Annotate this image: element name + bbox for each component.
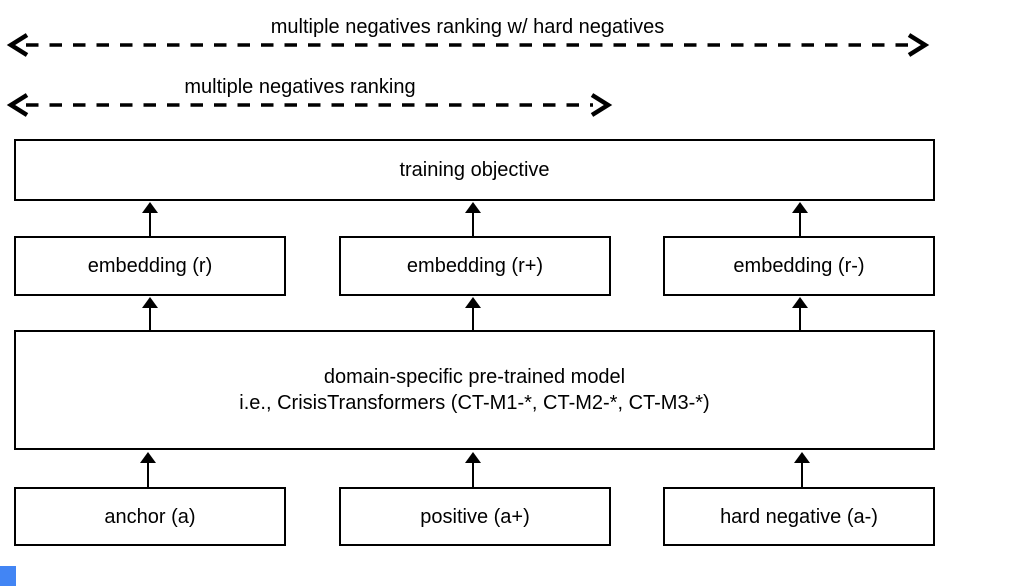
embedding-r-minus-label: embedding (r-)	[733, 255, 865, 277]
embedding-r-plus-box: embedding (r+)	[339, 236, 611, 296]
up-arrow-icon	[465, 297, 481, 330]
anchor-label: anchor (a)	[104, 505, 196, 528]
hard-negative-box: hard negative (a-)	[663, 487, 935, 546]
up-arrow-icon	[792, 297, 808, 330]
embedding-r-minus-box: embedding (r-)	[663, 236, 935, 296]
up-arrow-icon	[465, 202, 481, 236]
up-arrow-icon	[794, 452, 810, 487]
up-arrow-icon	[142, 202, 158, 236]
scope-label-multiple-negatives: multiple negatives ranking	[184, 76, 416, 98]
dashed-double-arrow-hard-negatives	[6, 33, 930, 57]
dashed-double-arrow-multiple-negatives	[6, 93, 613, 117]
pretrained-model-line1: domain-specific pre-trained model	[323, 366, 626, 388]
training-objective-box: training objective	[14, 139, 935, 201]
positive-label: positive (a+)	[420, 505, 530, 528]
embedding-r-plus-label: embedding (r+)	[406, 255, 544, 277]
training-objective-label: training objective	[399, 159, 550, 181]
up-arrow-icon	[140, 452, 156, 487]
scope-label-hard-negatives: multiple negatives ranking w/ hard negat…	[270, 16, 665, 38]
up-arrow-icon	[142, 297, 158, 330]
corner-artifact	[0, 566, 16, 586]
pretrained-model-box: domain-specific pre-trained model i.e., …	[14, 330, 935, 450]
positive-box: positive (a+)	[339, 487, 611, 546]
anchor-box: anchor (a)	[14, 487, 286, 546]
pretrained-model-line2: i.e., CrisisTransformers (CT-M1-*, CT-M2…	[239, 392, 710, 414]
embedding-r-label: embedding (r)	[87, 255, 213, 277]
up-arrow-icon	[792, 202, 808, 236]
up-arrow-icon	[465, 452, 481, 487]
hard-negative-label: hard negative (a-)	[720, 505, 878, 528]
embedding-r-box: embedding (r)	[14, 236, 286, 296]
